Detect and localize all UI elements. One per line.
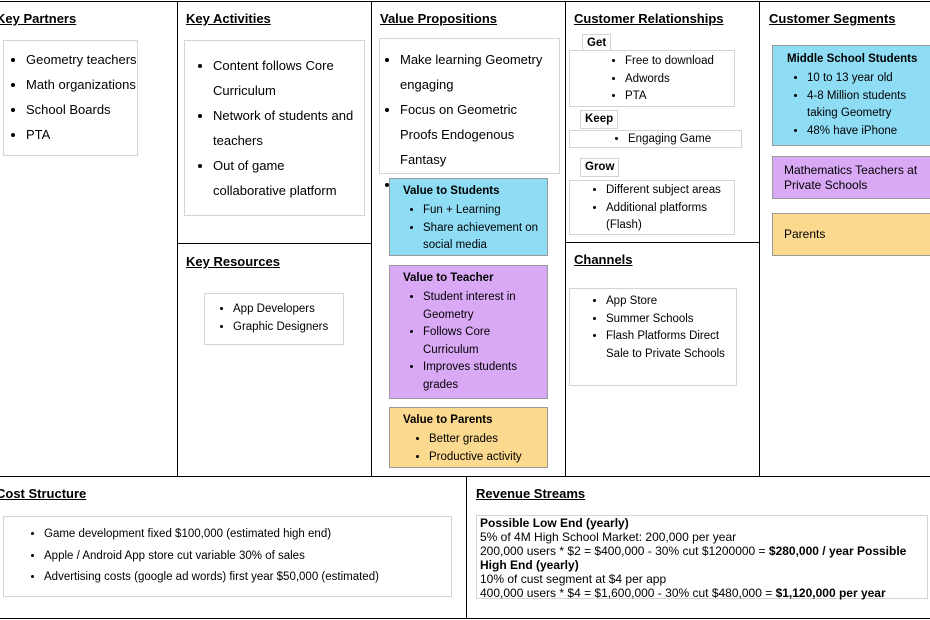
grow-box: Different subject areas Additional platf… — [569, 180, 735, 235]
get-list: Free to download Adwords PTA — [605, 53, 734, 106]
value-to-teacher-title: Value to Teacher — [403, 272, 494, 284]
list-item: Student interest in Geometry — [423, 289, 543, 324]
revenue-streams-heading: Revenue Streams — [476, 486, 586, 501]
keep-box: Engaging Game — [569, 130, 742, 148]
list-item: Improves students grades — [423, 359, 543, 394]
value-propositions-list: Make learning Geometry engaging Focus on… — [380, 47, 555, 197]
list-item: Graphic Designers — [233, 319, 343, 337]
channels-list: App Store Summer Schools Flash Platforms… — [586, 293, 730, 363]
get-box: Free to download Adwords PTA — [569, 50, 735, 107]
value-to-students-list: Fun + Learning Share achievement on soci… — [403, 202, 543, 255]
value-to-teacher-box: Value to Teacher Student interest in Geo… — [389, 265, 548, 399]
list-item: Network of students and teachers — [213, 103, 358, 153]
value-to-parents-title: Value to Parents — [403, 414, 493, 426]
high-end-line-1: 10% of cust segment at $4 per app — [480, 572, 667, 586]
list-item: 4-8 Million students taking Geometry — [807, 88, 929, 123]
list-item: Different subject areas — [606, 182, 730, 200]
list-item: Engaging Game — [628, 131, 741, 149]
key-partners-list: Geometry teachers Math organizations Sch… — [6, 47, 137, 147]
divider-cost-revenue — [466, 476, 467, 619]
high-end-line-2: 400,000 users * $4 = $1,600,000 - 30% cu… — [480, 586, 776, 600]
channels-heading: Channels — [574, 252, 633, 267]
value-to-teacher-list: Student interest in Geometry Follows Cor… — [403, 289, 543, 395]
cost-revenue-divider-top — [0, 476, 930, 477]
list-item: Better grades — [429, 431, 543, 449]
bottom-border — [0, 618, 930, 619]
list-item: PTA — [625, 88, 734, 106]
divider-activities-value — [371, 1, 372, 476]
list-item: Additional platforms (Flash) — [606, 200, 730, 235]
divider-activities-resources — [177, 243, 371, 244]
list-item: Follows Core Curriculum — [423, 324, 543, 359]
list-item: 48% have iPhone — [807, 123, 929, 141]
value-propositions-box: Make learning Geometry engaging Focus on… — [379, 38, 560, 192]
keep-list: Engaging Game — [608, 131, 741, 149]
list-item: Math organizations — [26, 72, 137, 97]
key-resources-heading: Key Resources — [186, 254, 280, 269]
key-resources-list: App Developers Graphic Designers — [213, 301, 343, 336]
list-item: 10 to 13 year old — [807, 70, 929, 88]
top-border — [0, 1, 930, 2]
list-item: App Developers — [233, 301, 343, 319]
list-item: Flash Platforms Direct Sale to Private S… — [606, 328, 730, 363]
key-partners-box: Geometry teachers Math organizations Sch… — [3, 40, 138, 156]
high-end-title: Possible High End (yearly) — [480, 544, 907, 572]
list-item: Make learning Geometry engaging — [400, 47, 555, 97]
list-item: Advertising costs (google ad words) firs… — [44, 567, 451, 589]
low-end-result: $280,000 / year — [768, 544, 854, 558]
list-item: Game development fixed $100,000 (estimat… — [44, 524, 451, 546]
value-propositions-heading: Value Propositions — [380, 11, 498, 26]
high-end-result: $1,120,000 per year — [775, 586, 886, 600]
list-item: Free to download — [625, 53, 734, 71]
key-activities-list: Content follows Core Curriculum Network … — [193, 53, 358, 203]
list-item: Out of game collaborative platform — [213, 153, 358, 203]
list-item: Fun + Learning — [423, 202, 543, 220]
divider-relationships-segments — [759, 1, 760, 476]
list-item: Focus on Geometric Proofs Endogenous Fan… — [400, 97, 555, 172]
key-activities-heading: Key Activities — [186, 11, 271, 26]
list-item: Summer Schools — [606, 311, 730, 329]
list-item: School Boards — [26, 97, 137, 122]
low-end-line-1: 5% of 4M High School Market: 200,000 per… — [480, 530, 737, 544]
keep-label: Keep — [580, 110, 619, 129]
revenue-streams-box: Possible Low End (yearly) 5% of 4M High … — [476, 515, 928, 600]
cost-structure-list: Game development fixed $100,000 (estimat… — [24, 524, 451, 589]
list-item: Geometry teachers — [26, 47, 137, 72]
mathematics-teachers-box: Mathematics Teachers at Private Schools — [772, 156, 930, 199]
list-item: Apple / Android App store cut variable 3… — [44, 546, 451, 568]
customer-relationships-heading: Customer Relationships — [574, 11, 724, 26]
middle-school-students-box: Middle School Students 10 to 13 year old… — [772, 45, 930, 146]
low-end-title: Possible Low End (yearly) — [480, 516, 629, 530]
key-partners-heading: Key Partners — [0, 11, 77, 26]
channels-box: App Store Summer Schools Flash Platforms… — [569, 288, 737, 386]
middle-school-students-list: 10 to 13 year old 4-8 Million students t… — [787, 70, 929, 140]
divider-value-relationships — [565, 1, 566, 476]
grow-list: Different subject areas Additional platf… — [586, 182, 730, 235]
parents-segment-box: Parents — [772, 213, 930, 256]
list-item: Adwords — [625, 71, 734, 89]
cost-structure-heading: Cost Structure — [0, 486, 87, 501]
cost-structure-box: Game development fixed $100,000 (estimat… — [3, 516, 452, 597]
value-to-students-title: Value to Students — [403, 185, 500, 197]
middle-school-students-title: Middle School Students — [787, 53, 918, 65]
list-item: App Store — [606, 293, 730, 311]
list-item: PTA — [26, 122, 137, 147]
value-to-parents-list: Better grades Productive activity — [403, 431, 543, 466]
key-activities-box: Content follows Core Curriculum Network … — [184, 40, 365, 216]
value-to-parents-box: Value to Parents Better grades Productiv… — [389, 407, 548, 468]
key-resources-box: App Developers Graphic Designers — [204, 293, 344, 345]
grow-label: Grow — [580, 158, 620, 177]
list-item: Productive activity — [429, 449, 543, 467]
value-to-students-box: Value to Students Fun + Learning Share a… — [389, 178, 548, 256]
list-item: Share achievement on social media — [423, 220, 543, 255]
customer-segments-heading: Customer Segments — [769, 11, 896, 26]
divider-relationships-channels — [565, 242, 759, 243]
divider-partners-activities — [177, 1, 178, 476]
low-end-line-2: 200,000 users * $2 = $400,000 - 30% cut … — [480, 544, 769, 558]
list-item: Content follows Core Curriculum — [213, 53, 358, 103]
